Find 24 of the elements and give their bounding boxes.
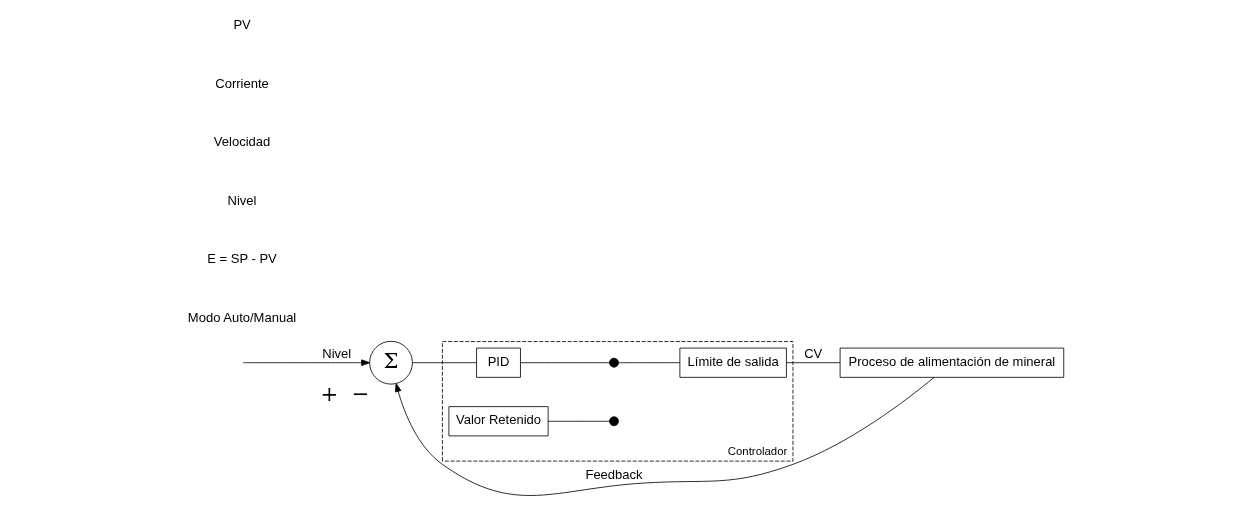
node-box: PID [476,347,521,378]
label: PV [233,17,251,33]
node-box: Valor Retenido [448,406,549,437]
arrow [395,377,935,496]
arrow [242,359,371,366]
edge-label: Feedback [585,466,643,482]
label: Velocidad [213,134,271,150]
node-circle: Σ [369,340,413,385]
label: Modo Auto/Manual [187,309,297,325]
label: Corriente [215,75,269,91]
connector [547,420,610,422]
connector [618,362,681,364]
edge-label: CV [804,346,823,362]
node-box: Proceso de alimentación de mineral [839,347,1065,378]
connector [412,362,477,364]
node-box: Límite de salida [679,347,787,378]
label: Nivel [227,192,257,208]
edge-label: Nivel [322,346,352,362]
node-label: + − [320,380,370,406]
node-circle [609,357,619,368]
connector [520,362,610,364]
label: E = SP - PV [207,251,277,267]
connector [786,362,841,364]
node-circle [609,416,619,427]
